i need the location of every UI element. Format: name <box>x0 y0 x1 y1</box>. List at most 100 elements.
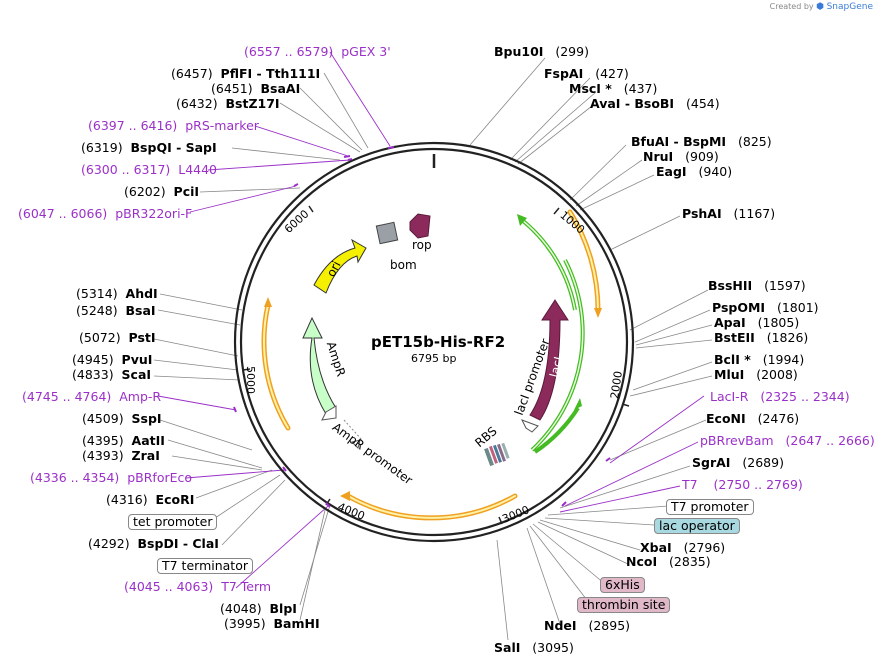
snapgene-logo-icon: ⬢ <box>816 2 825 12</box>
outer-feature-arcs <box>261 209 601 521</box>
site-pos: (4393) <box>82 448 124 463</box>
site-name: SspI <box>131 411 162 426</box>
site-aatii[interactable]: (4395) AatII <box>82 434 165 448</box>
green-feature-arcs <box>520 218 585 454</box>
site-sspi[interactable]: (4509) SspI <box>82 412 162 426</box>
site-bspqi[interactable]: (6319) BspQI - SapI <box>81 141 217 155</box>
primer-range: (6397 .. 6416) <box>88 118 178 133</box>
site-bfuai[interactable]: BfuAI - BspMI (825) <box>631 135 772 149</box>
site-bstz17i[interactable]: (6432) BstZ17I <box>176 97 280 111</box>
rop-arrow <box>409 213 431 239</box>
site-pos: (5314) <box>76 286 118 301</box>
site-msci[interactable]: MscI * (437) <box>569 82 657 96</box>
site-ndei[interactable]: NdeI (2895) <box>544 619 630 633</box>
primer-t7-term[interactable]: (4045 .. 4063) T7 Term <box>124 580 271 594</box>
plasmid-name: pET15b-His-RF2 <box>371 333 506 351</box>
primer-range: (2325 .. 2344) <box>760 389 850 404</box>
site-pos: (4316) <box>106 492 148 507</box>
site-ecori[interactable]: (4316) EcoRI <box>106 493 194 507</box>
site-bamhi[interactable]: (3995) BamHI <box>224 617 320 631</box>
site-name: PspOMI <box>712 300 766 315</box>
site-pos: (2895) <box>588 618 631 633</box>
primer-l4440[interactable]: (6300 .. 6317) L4440 <box>81 163 217 177</box>
site-eagi[interactable]: EagI (940) <box>656 165 732 179</box>
site-name: EagI <box>656 164 687 179</box>
site-fspai[interactable]: FspAI (427) <box>544 67 629 81</box>
site-pos: (1167) <box>733 206 776 221</box>
site-blpi[interactable]: (4048) BlpI <box>220 602 297 616</box>
site-pflfi[interactable]: (6457) PflFI - Tth111I <box>171 67 320 81</box>
feature-t7-terminator[interactable]: T7 terminator <box>157 558 253 574</box>
feature-lac-operator[interactable]: lac operator <box>654 518 740 534</box>
primer-range: (6047 .. 6066) <box>18 206 108 221</box>
site-econi[interactable]: EcoNI (2476) <box>706 412 799 426</box>
site-pos: (1597) <box>764 278 806 293</box>
backbone-inner <box>239 147 629 537</box>
site-pos: (6457) <box>171 66 213 81</box>
feature-t7-promoter[interactable]: T7 promoter <box>666 499 754 515</box>
site-pos: (3095) <box>532 640 574 655</box>
bom-square <box>375 221 399 245</box>
site-bspdi[interactable]: (4292) BspDI - ClaI <box>88 537 219 551</box>
site-bsaai[interactable]: (6451) BsaAI <box>211 82 300 96</box>
site-name: AvaI - BsoBI <box>590 96 675 111</box>
site-pshai[interactable]: PshAI (1167) <box>682 207 775 221</box>
credit-prefix: Created by <box>769 2 814 11</box>
site-pspomi[interactable]: PspOMI (1801) <box>712 301 819 315</box>
primer-amp-r[interactable]: (4745 .. 4764) Amp-R <box>22 390 161 404</box>
primer-name: pBRforEco <box>127 470 193 485</box>
site-avai[interactable]: AvaI - BsoBI (454) <box>590 97 720 111</box>
site-pos: (2796) <box>683 540 726 555</box>
primer-range: (2750 .. 2769) <box>713 477 803 492</box>
site-pos: (940) <box>698 164 733 179</box>
site-ahdi[interactable]: (5314) AhdI <box>76 287 158 301</box>
site-mlui[interactable]: MluI (2008) <box>714 368 798 382</box>
site-scai[interactable]: (4833) ScaI <box>72 368 151 382</box>
feature-tet-promoter[interactable]: tet promoter <box>128 514 218 530</box>
ori-arrow <box>313 238 367 294</box>
primer-pbr322ori-f[interactable]: (6047 .. 6066) pBR322ori-F <box>18 207 192 221</box>
ampr-arrow <box>302 316 337 415</box>
site-bcli[interactable]: BclI * (1994) <box>714 353 804 367</box>
primer-name: Amp-R <box>119 389 162 404</box>
site-pos: (4509) <box>82 411 124 426</box>
site-name: Bpu10I <box>494 44 544 59</box>
primer-pbrforeco[interactable]: (4336 .. 4354) pBRforEco <box>30 471 192 485</box>
site-bsshii[interactable]: BssHII (1597) <box>708 279 806 293</box>
site-ncoi[interactable]: NcoI (2835) <box>626 555 711 569</box>
feature-thrombin-site[interactable]: thrombin site <box>577 597 671 613</box>
site-pvui[interactable]: (4945) PvuI <box>72 353 152 367</box>
site-name: XbaI <box>640 540 672 555</box>
primer-prs-marker[interactable]: (6397 .. 6416) pRS-marker <box>88 119 259 133</box>
site-bsai[interactable]: (5248) BsaI <box>76 304 156 318</box>
site-pos: (2835) <box>669 554 711 569</box>
site-name: ScaI <box>121 367 152 382</box>
site-psti[interactable]: (5072) PstI <box>79 331 156 345</box>
site-name: NdeI <box>544 618 577 633</box>
bom-label: bom <box>390 258 417 272</box>
site-pos: (4945) <box>72 352 114 367</box>
primer-name: L4440 <box>178 162 218 177</box>
site-pos: (2689) <box>742 455 784 470</box>
primer-laci-r[interactable]: LacI-R (2325 .. 2344) <box>710 390 850 404</box>
site-apai[interactable]: ApaI (1805) <box>714 316 799 330</box>
feature-6xhis[interactable]: 6xHis <box>600 577 645 593</box>
site-sali[interactable]: SalI (3095) <box>494 641 574 655</box>
site-name: NruI <box>643 149 674 164</box>
site-name: BsaI <box>125 303 156 318</box>
site-pcii[interactable]: (6202) PciI <box>124 185 199 199</box>
site-zrai[interactable]: (4393) ZraI <box>82 449 160 463</box>
primer-pbrrevbam[interactable]: pBRrevBam (2647 .. 2666) <box>700 434 875 448</box>
primer-t7[interactable]: T7 (2750 .. 2769) <box>682 478 803 492</box>
primer-pgex3[interactable]: (6557 .. 6579) pGEX 3' <box>244 45 391 59</box>
site-pos: (1801) <box>776 300 819 315</box>
site-pos: (2476) <box>757 411 800 426</box>
credit-brand: SnapGene <box>826 2 873 12</box>
site-nrui[interactable]: NruI (909) <box>643 150 719 164</box>
site-name: AhdI <box>125 286 158 301</box>
site-sgrai[interactable]: SgrAI (2689) <box>692 456 784 470</box>
site-xbai[interactable]: XbaI (2796) <box>640 541 725 555</box>
site-bsteii[interactable]: BstEII (1826) <box>714 331 808 345</box>
site-pos: (5248) <box>76 303 118 318</box>
site-bpu10i[interactable]: Bpu10I (299) <box>494 45 589 59</box>
